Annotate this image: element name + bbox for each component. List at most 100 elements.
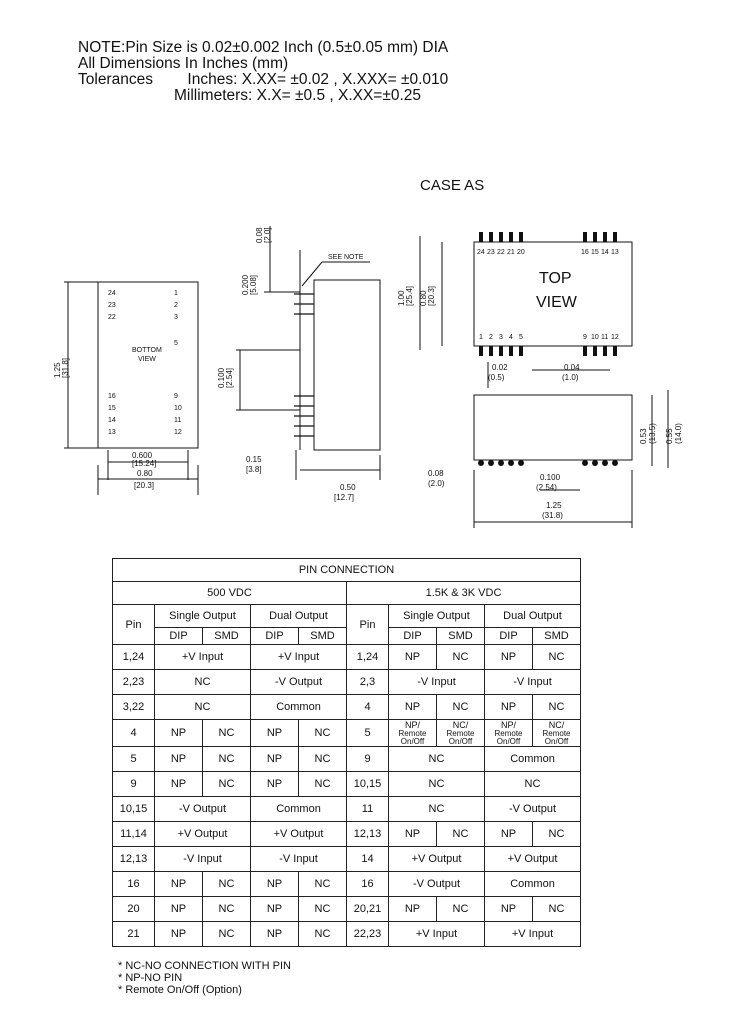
case-label: CASE AS — [420, 177, 485, 194]
table-cell: NP — [154, 771, 203, 797]
cell-text: -V Output — [178, 803, 227, 815]
table-cell: -V Output — [154, 796, 251, 822]
table-cell: NC — [388, 771, 485, 797]
cell-text: NC/ — [452, 720, 469, 730]
cell-text: +V Input — [511, 928, 554, 940]
cell-text: +V Input — [415, 928, 458, 940]
top-pin-4: 4 — [509, 334, 513, 341]
dip-header: DIP — [154, 627, 203, 645]
table-cell: 20 — [112, 896, 155, 922]
table-cell: 12,13 — [346, 821, 389, 847]
cell-text: NP — [170, 727, 187, 739]
top-dim-pitch-mm: (2.54) — [536, 483, 557, 492]
cell-text: 10,15 — [119, 803, 148, 815]
bottom-pin-5: 5 — [174, 340, 178, 347]
cell-text: 4 — [130, 727, 137, 739]
smd-header: SMD — [436, 627, 485, 645]
top-pin-16: 16 — [581, 249, 589, 256]
bottom-pin-10: 10 — [174, 405, 182, 412]
cell-text: 11 — [361, 803, 374, 815]
cell-text: 5 — [364, 727, 371, 739]
table-cell: +V Output — [154, 821, 251, 847]
cell-text: NC — [548, 651, 565, 663]
table-cell: NP — [250, 746, 299, 772]
bottom-pin-24: 24 — [108, 290, 116, 297]
table-cell: NC — [436, 694, 485, 720]
cell-text: NP — [266, 928, 283, 940]
table-cell: 1,24 — [346, 644, 389, 670]
top-pin-15: 15 — [591, 249, 599, 256]
top-dim-h2-mm: (14.0) — [674, 423, 683, 444]
cell-text: NP — [170, 903, 187, 915]
pin-header-left: Pin — [112, 604, 155, 645]
cell-text: NP/ — [500, 720, 516, 730]
cell-text: +V Output — [177, 828, 228, 840]
cell-subtext: Remote On/Off — [542, 729, 571, 746]
cell-text: NP — [500, 828, 517, 840]
top-dim-inner-in: 0.80 — [419, 290, 428, 306]
cell-subtext: Remote On/Off — [494, 729, 523, 746]
cell-text: -V Input — [183, 853, 222, 865]
table-cell: NP — [154, 719, 203, 747]
table-cell: NC — [532, 694, 581, 720]
cell-text: NP — [266, 903, 283, 915]
cell-text: NC — [548, 828, 565, 840]
cell-text: NP — [500, 903, 517, 915]
table-cell: NP/Remote On/Off — [388, 719, 437, 747]
mechanical-drawing: 24 23 22 16 15 14 13 1 2 3 5 9 10 11 12 … — [53, 226, 683, 528]
side-dim-depth-in: 0.50 — [340, 483, 356, 492]
cell-text: 1,24 — [122, 651, 145, 663]
cell-text: 3,22 — [122, 701, 145, 713]
cell-text: 14 — [361, 853, 374, 865]
side-dim-depth-mm: [12.7] — [334, 493, 354, 502]
dim-height-in: 1.25 — [53, 362, 62, 378]
cell-text: 1,24 — [356, 651, 379, 663]
bottom-pin-11: 11 — [174, 417, 181, 424]
cell-text: NC — [428, 778, 445, 790]
cell-text: NC — [314, 778, 331, 790]
top-dim-outer-mm: [25.4] — [405, 286, 414, 306]
table-cell: NC — [388, 796, 485, 822]
cell-text: 11,14 — [120, 828, 147, 840]
dim-height-mm: [31.8] — [61, 358, 70, 378]
table-cell: NP — [250, 871, 299, 897]
cell-text: NC — [452, 701, 469, 713]
table-cell: -V Output — [250, 669, 347, 695]
table-cell: NP — [250, 921, 299, 947]
side-dim-span-mm: [5.08] — [249, 275, 258, 295]
footnote-np: * NP-NO PIN — [118, 972, 183, 984]
table-cell: -V Output — [388, 871, 485, 897]
cell-text: NC — [452, 903, 469, 915]
side-see-note: SEE NOTE — [328, 254, 364, 261]
table-cell: NC — [484, 771, 581, 797]
table-cell: 5 — [346, 719, 389, 747]
top-dim-off2-in: 0.04 — [564, 363, 580, 372]
cell-text: NC — [218, 753, 235, 765]
footnote-remote: * Remote On/Off (Option) — [118, 984, 242, 996]
cell-text: NP — [500, 701, 517, 713]
side-dim-lead-mm: [3.8] — [246, 465, 262, 474]
bottom-pin-2: 2 — [174, 302, 178, 309]
cell-text: Common — [510, 753, 555, 765]
cell-text: 10,15 — [353, 778, 382, 790]
bottom-pin-3: 3 — [174, 314, 178, 321]
table-cell: 11 — [346, 796, 389, 822]
table-cell: NP — [154, 921, 203, 947]
table-cell: 2,3 — [346, 669, 389, 695]
cell-text: NC — [194, 676, 211, 688]
cell-text: NC — [218, 727, 235, 739]
bottom-pin-13: 13 — [108, 429, 116, 436]
lower-view-body — [473, 394, 633, 461]
top-dim-h1-mm: (13.5) — [648, 423, 657, 444]
table-cell: -V Input — [154, 846, 251, 872]
top-pin-24: 24 — [477, 249, 485, 256]
cell-text: 2,3 — [359, 676, 376, 688]
table-cell: Common — [484, 746, 581, 772]
top-pin-13: 13 — [611, 249, 619, 256]
cell-text: Common — [276, 803, 321, 815]
